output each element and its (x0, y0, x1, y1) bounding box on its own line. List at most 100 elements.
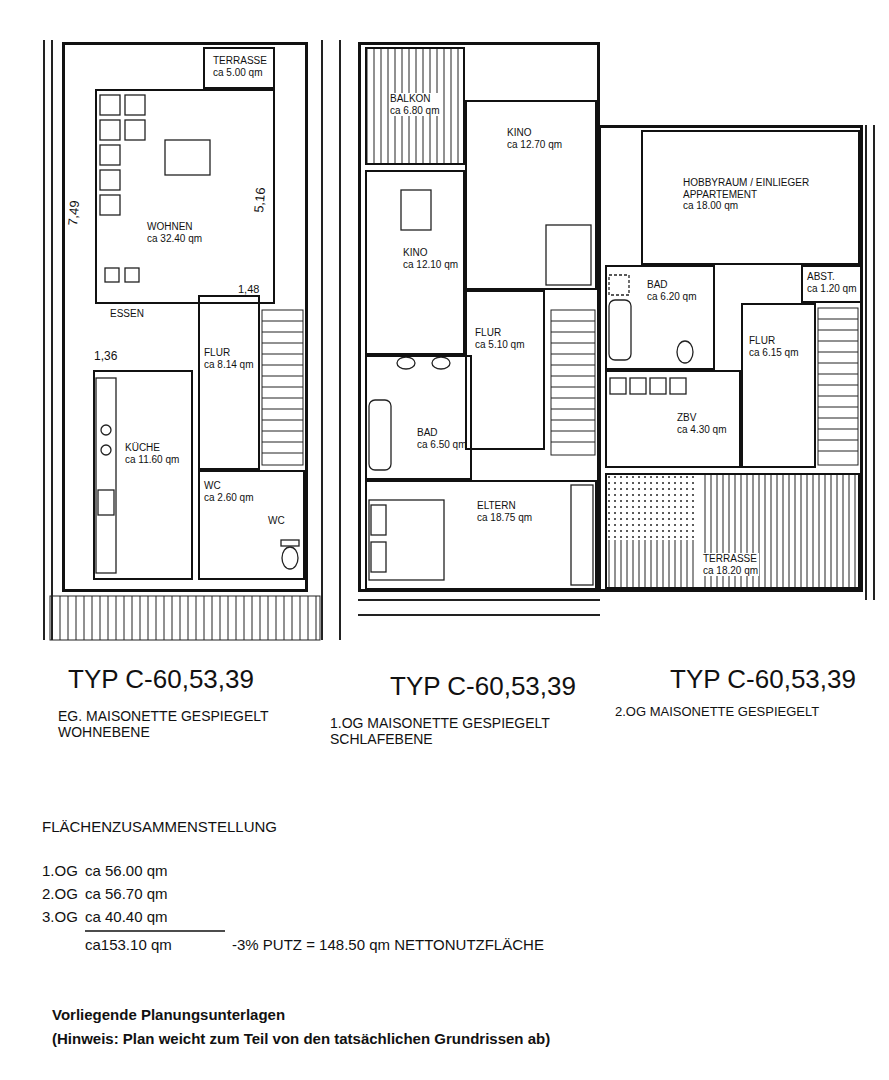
room-name: FLUR (475, 327, 524, 339)
floor-name: 2.OG (42, 885, 78, 902)
room-text: HOBBYRAUM / EINLIEGER APPARTEMENTca 18.0… (683, 177, 823, 212)
room-area: ca 6.15 qm (749, 347, 798, 359)
room-name: KINO (507, 127, 562, 139)
furniture (96, 95, 693, 585)
plan-caption: EG. MAISONETTE GESPIEGELT WOHNEBENE (58, 708, 308, 740)
room-area: ca 18.20 qm (702, 565, 759, 577)
room-name: FLUR (749, 335, 798, 347)
room-area: ca 12.70 qm (507, 139, 562, 151)
floor-plan: TYP C-60,53,39EG. MAISONETTE GESPIEGELT … (62, 42, 308, 592)
room-name: BAD (417, 427, 466, 439)
floor-name: 1.OG (42, 862, 78, 879)
room-text: BALKONca 6.80 qm (389, 93, 440, 116)
room-name: HOBBYRAUM / EINLIEGER APPARTEMENT (683, 177, 823, 200)
area-value: ca 56.00 qm (85, 862, 168, 879)
room-label: WC (268, 515, 285, 527)
note: (Hinweis: Plan weicht zum Teil von den t… (52, 1030, 550, 1047)
plan-caption: 2.OG MAISONETTE GESPIEGELT (615, 705, 875, 720)
room-name: BALKON (389, 93, 440, 105)
room-area: ca 11.60 qm (125, 454, 179, 466)
room: BADca 6.50 qm (365, 355, 472, 480)
terrace: TERRASSEca 18.20 qm (605, 473, 860, 589)
room-text: KÜCHEca 11.60 qm (125, 442, 179, 465)
room: WCca 2.60 qm (198, 470, 305, 580)
room-area: ca 12.10 qm (403, 259, 458, 271)
area-total: ca153.10 qm (85, 936, 172, 953)
room-text: ELTERNca 18.75 qm (477, 500, 532, 523)
room-area: ca 4.30 qm (677, 424, 726, 436)
plan-type: TYP C-60,53,39 (68, 665, 254, 695)
balcony: BALKONca 6.80 qm (365, 47, 465, 165)
room-text: WOHNENca 32.40 qm (147, 221, 202, 244)
room-area: ca 1.20 qm (807, 283, 856, 295)
floor-name: 3.OG (42, 908, 78, 925)
room-text: BADca 6.20 qm (647, 279, 696, 302)
floor-plan: TYP C-60,53,391.OG MAISONETTE GESPIEGELT… (358, 42, 600, 592)
room: ABST.ca 1.20 qm (801, 265, 862, 303)
room: ELTERNca 18.75 qm (365, 480, 597, 590)
plan-caption: 1.OG MAISONETTE GESPIEGELT SCHLAFEBENE (330, 715, 585, 747)
room-area: ca 6.80 qm (389, 105, 440, 117)
room-name: KINO (403, 247, 458, 259)
room-text: FLURca 8.14 qm (204, 347, 253, 370)
floor-plan: TYP C-60,53,392.OG MAISONETTE GESPIEGELT… (598, 125, 863, 592)
dimension: 1,48 (238, 283, 259, 296)
dimension: 5,16 (252, 187, 269, 214)
room-name: ELTERN (477, 500, 532, 512)
room: KINOca 12.10 qm (365, 170, 465, 355)
room-text: ABST.ca 1.20 qm (807, 271, 856, 294)
room-area: ca 18.75 qm (477, 512, 532, 524)
room-area: ca 8.14 qm (204, 359, 253, 371)
room-area: ca 6.20 qm (647, 291, 696, 303)
room: FLURca 8.14 qm (198, 295, 260, 470)
room-name: TERRASSE (213, 55, 267, 67)
room-text: FLURca 5.10 qm (475, 327, 524, 350)
room-area: ca 32.40 qm (147, 233, 202, 245)
area-value: ca 40.40 qm (85, 908, 168, 925)
room: HOBBYRAUM / EINLIEGER APPARTEMENTca 18.0… (641, 130, 860, 265)
room-name: BAD (647, 279, 696, 291)
room: FLURca 6.15 qm (741, 303, 816, 468)
room-text: WCca 2.60 qm (204, 480, 253, 503)
room-area: ca 5.00 qm (213, 67, 267, 79)
room-text: KINOca 12.70 qm (507, 127, 562, 150)
summary-heading: FLÄCHENZUSAMMENSTELLUNG (42, 818, 277, 835)
room: ZBVca 4.30 qm (605, 370, 741, 468)
room: FLURca 5.10 qm (465, 290, 545, 450)
room: KINOca 12.70 qm (465, 100, 597, 290)
room-name: TERRASSE (702, 553, 759, 565)
room-area: ca 6.50 qm (417, 439, 466, 451)
room: WOHNENca 32.40 qm (95, 89, 275, 304)
room-name: WOHNEN (147, 221, 202, 233)
dimension: 1,36 (94, 350, 117, 364)
room: KÜCHEca 11.60 qm (93, 370, 193, 580)
room-label: ESSEN (110, 308, 144, 320)
room-area: ca 2.60 qm (204, 492, 253, 504)
room-name: ZBV (677, 412, 726, 424)
dimension: 7,49 (66, 200, 83, 227)
room: TERRASSEca 5.00 qm (203, 47, 275, 89)
room-text: ZBVca 4.30 qm (677, 412, 726, 435)
neighbour-walls (44, 40, 874, 640)
net-area-note: -3% PUTZ = 148.50 qm NETTONUTZFLÄCHE (232, 936, 544, 953)
room-area: ca 5.10 qm (475, 339, 524, 351)
room-name: FLUR (204, 347, 253, 359)
area-value: ca 56.70 qm (85, 885, 168, 902)
sum-line (85, 930, 225, 932)
room-text: KINOca 12.10 qm (403, 247, 458, 270)
stairs (262, 308, 858, 465)
plan-type: TYP C-60,53,39 (670, 665, 856, 695)
room-text: TERRASSEca 5.00 qm (213, 55, 267, 78)
room-name: ABST. (807, 271, 856, 283)
room: BADca 6.20 qm (605, 265, 715, 370)
note: Vorliegende Planungsunterlagen (52, 1006, 285, 1023)
plan-type: TYP C-60,53,39 (390, 672, 576, 702)
room-text: FLURca 6.15 qm (749, 335, 798, 358)
room-text: BADca 6.50 qm (417, 427, 466, 450)
room-name: KÜCHE (125, 442, 179, 454)
room-name: WC (204, 480, 253, 492)
room-text: TERRASSEca 18.20 qm (702, 553, 759, 576)
room-area: ca 18.00 qm (683, 200, 823, 212)
hatching (50, 47, 858, 640)
